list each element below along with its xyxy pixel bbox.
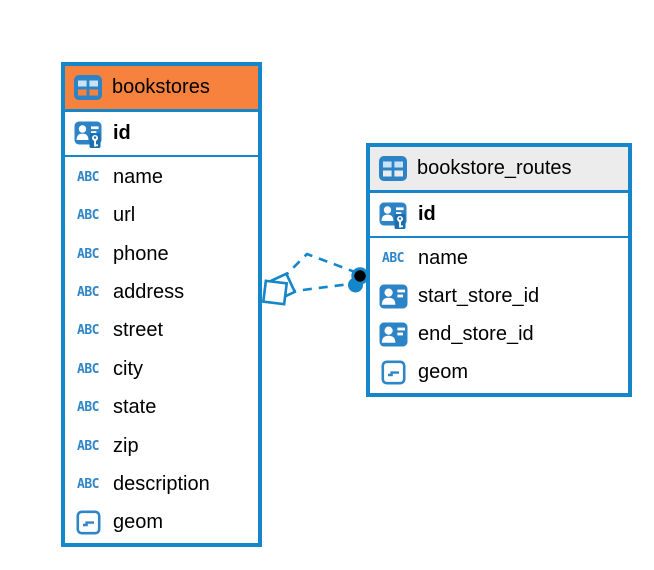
table-row-column[interactable]: geom: [65, 504, 258, 542]
text-type-icon: ABC: [382, 250, 404, 266]
primary-key-icon: [73, 120, 103, 148]
relation-line-2[interactable]: [286, 282, 351, 294]
text-type-icon: ABC: [77, 438, 99, 454]
text-type-icon: ABC: [77, 400, 99, 416]
table-row-column[interactable]: ABC address: [65, 273, 258, 311]
table-title: bookstores: [112, 76, 210, 98]
text-type-icon: ABC: [77, 208, 99, 224]
column-label: phone: [113, 242, 169, 265]
relation-endpoint-square-front[interactable]: [261, 279, 289, 306]
column-list: ABC name start_store_id end_store_id geom: [370, 238, 628, 393]
column-label: name: [113, 165, 164, 188]
table-header[interactable]: bookstores: [65, 66, 258, 112]
geometry-type-icon: [378, 360, 408, 385]
column-label: zip: [113, 434, 139, 457]
table-row-primary-key[interactable]: id: [65, 112, 258, 157]
table-row-column[interactable]: ABC zip: [65, 427, 258, 465]
column-label: state: [113, 396, 157, 419]
table-row-column[interactable]: geom: [370, 354, 628, 392]
column-label: url: [113, 204, 136, 227]
table-row-column[interactable]: ABC phone: [65, 235, 258, 273]
column-label: end_store_id: [418, 323, 534, 346]
table-row-column[interactable]: ABC name: [370, 239, 628, 277]
table-header[interactable]: bookstore_routes: [370, 147, 628, 193]
table-icon: [378, 155, 408, 182]
primary-key-icon: [378, 201, 408, 229]
relation-endpoint-dot-back[interactable]: [348, 277, 363, 293]
text-type-icon: ABC: [77, 246, 99, 262]
text-type-icon: ABC: [77, 476, 99, 492]
table-row-column[interactable]: ABC name: [65, 158, 258, 196]
foreign-key-icon: [378, 322, 408, 347]
table-row-column[interactable]: ABC url: [65, 196, 258, 234]
table-row-column[interactable]: ABC street: [65, 312, 258, 350]
relation-line-1[interactable]: [281, 252, 356, 280]
foreign-key-icon: [378, 284, 408, 309]
table-row-column[interactable]: ABC city: [65, 350, 258, 388]
relation-endpoint-square-back[interactable]: [266, 271, 297, 303]
column-label: street: [113, 319, 164, 342]
text-type-icon: ABC: [77, 361, 99, 377]
column-label: id: [113, 122, 131, 144]
table-icon: [73, 74, 103, 101]
table-title: bookstore_routes: [417, 157, 572, 179]
geometry-type-icon: [73, 510, 103, 535]
table-row-column[interactable]: start_store_id: [370, 277, 628, 315]
table-row-column[interactable]: ABC state: [65, 388, 258, 426]
column-label: start_store_id: [418, 284, 540, 307]
column-label: description: [113, 472, 210, 495]
text-type-icon: ABC: [77, 169, 99, 185]
column-label: address: [113, 280, 185, 303]
table-row-primary-key[interactable]: id: [370, 193, 628, 238]
text-type-icon: ABC: [77, 284, 99, 300]
text-type-icon: ABC: [77, 323, 99, 339]
table-row-column[interactable]: ABC description: [65, 465, 258, 503]
column-label: name: [418, 246, 469, 269]
column-label: geom: [113, 511, 164, 534]
column-label: city: [113, 357, 143, 380]
table-node-bookstore_routes[interactable]: bookstore_routes id ABC name start_store_…: [366, 143, 632, 397]
column-label: id: [418, 203, 436, 225]
table-row-column[interactable]: end_store_id: [370, 316, 628, 354]
column-label: geom: [418, 361, 469, 384]
